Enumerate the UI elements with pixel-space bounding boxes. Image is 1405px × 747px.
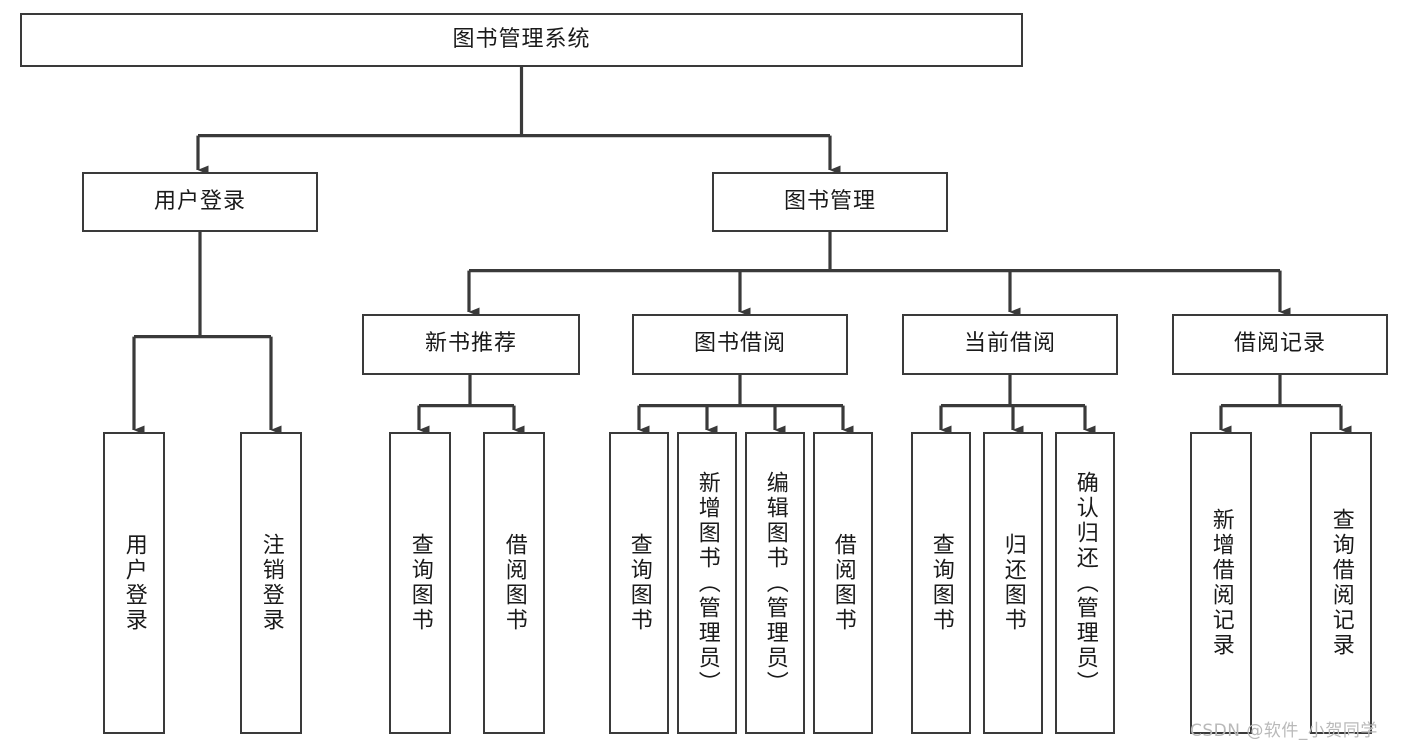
edge-currentborrow-to-leaves (939, 375, 1096, 435)
edge-root-to-level1 (196, 67, 841, 175)
node-label: 借阅图书 (830, 533, 856, 633)
node-label: 用户登录 (121, 533, 147, 633)
node-label: 查询图书 (626, 533, 652, 633)
node-leaf-new-borrow-book[interactable]: 借阅图书 (483, 432, 545, 734)
node-book-management-module[interactable]: 图书管理 (712, 172, 948, 232)
csdn-watermark: CSDN @软件_小贺同学 (1190, 721, 1378, 741)
node-label: 查询图书 (928, 533, 954, 633)
node-leaf-user-login[interactable]: 用户登录 (103, 432, 165, 734)
node-label: 归还图书 (1000, 533, 1026, 633)
node-label: 新增借阅记录 (1208, 508, 1234, 658)
node-root-system[interactable]: 图书管理系统 (20, 13, 1023, 67)
node-current-borrow[interactable]: 当前借阅 (902, 314, 1118, 375)
edge-newbook-to-leaves (417, 375, 525, 435)
node-leaf-add-borrow-record[interactable]: 新增借阅记录 (1190, 432, 1252, 734)
node-borrow-record[interactable]: 借阅记录 (1172, 314, 1388, 375)
node-leaf-add-book-admin[interactable]: 新增图书（管理员） (677, 432, 737, 734)
node-leaf-new-query-book[interactable]: 查询图书 (389, 432, 451, 734)
node-book-borrow[interactable]: 图书借阅 (632, 314, 848, 375)
node-leaf-borrow-query-book[interactable]: 查询图书 (609, 432, 669, 734)
edge-bookmgmt-to-level2 (467, 232, 1291, 317)
node-label: 借阅记录 (1233, 331, 1326, 357)
node-label: 借阅图书 (501, 533, 527, 633)
node-label: 编辑图书（管理员） (762, 470, 788, 696)
node-label: 图书管理 (783, 188, 876, 214)
node-label: 图书管理系统 (452, 26, 591, 52)
node-label: 新书推荐 (424, 331, 517, 357)
node-label: 注销登录 (258, 533, 284, 633)
edge-borrowrecord-to-leaves (1219, 375, 1352, 435)
node-leaf-current-query-book[interactable]: 查询图书 (911, 432, 971, 734)
edge-bookborrow-to-leaves (637, 375, 854, 435)
node-leaf-edit-book-admin[interactable]: 编辑图书（管理员） (745, 432, 805, 734)
node-label: 新增图书（管理员） (694, 470, 720, 696)
node-label: 图书借阅 (693, 331, 786, 357)
node-label: 查询借阅记录 (1328, 508, 1354, 658)
node-leaf-query-borrow-record[interactable]: 查询借阅记录 (1310, 432, 1372, 734)
node-leaf-confirm-return-admin[interactable]: 确认归还（管理员） (1055, 432, 1115, 734)
edge-user-to-leaves (132, 232, 282, 435)
node-label: 当前借阅 (963, 331, 1056, 357)
node-leaf-return-book[interactable]: 归还图书 (983, 432, 1043, 734)
node-leaf-user-logout[interactable]: 注销登录 (240, 432, 302, 734)
node-label: 确认归还（管理员） (1072, 470, 1098, 696)
node-leaf-lend-book[interactable]: 借阅图书 (813, 432, 873, 734)
node-label: 用户登录 (153, 188, 246, 214)
node-new-book-recommend[interactable]: 新书推荐 (362, 314, 580, 375)
node-user-login-module[interactable]: 用户登录 (82, 172, 318, 232)
node-label: 查询图书 (407, 533, 433, 633)
